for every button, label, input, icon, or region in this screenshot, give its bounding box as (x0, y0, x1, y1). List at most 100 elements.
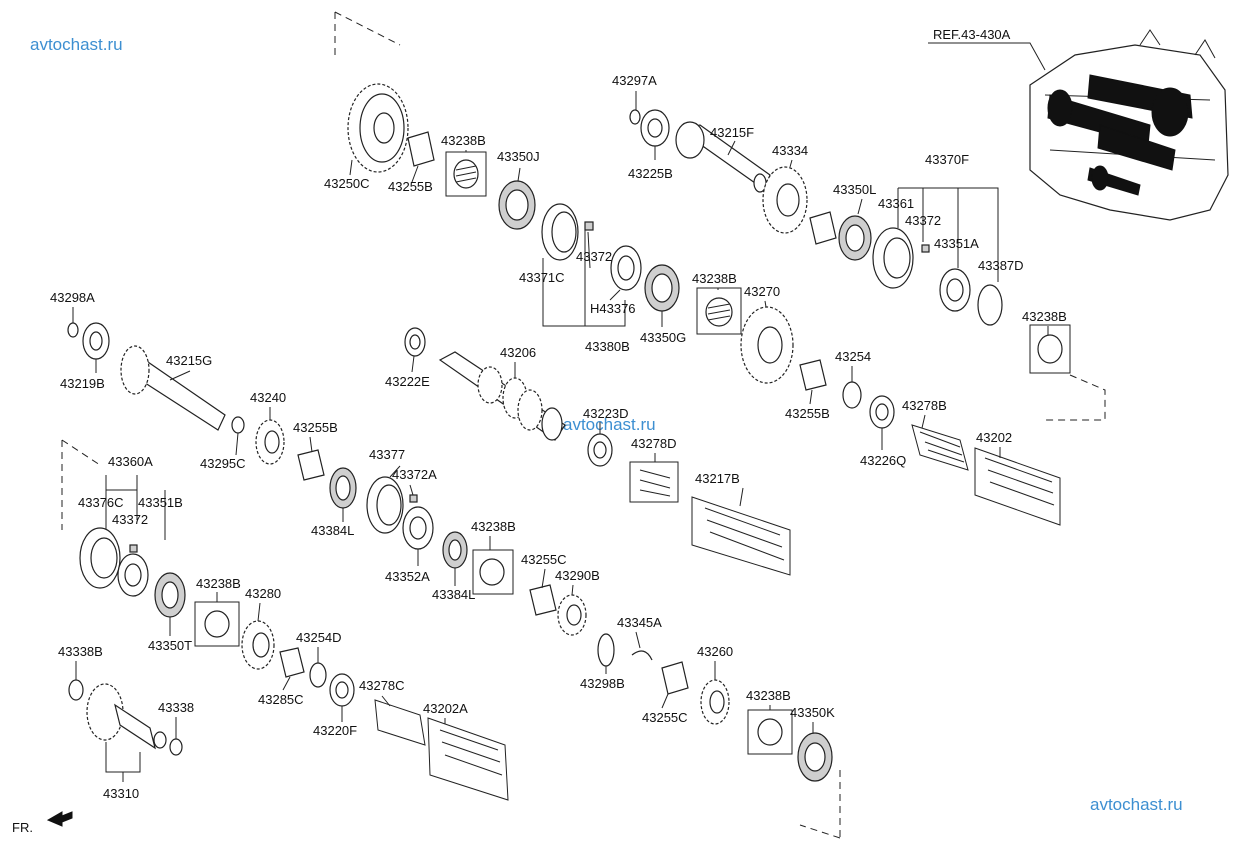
gear-43290b (557, 594, 587, 636)
spring-43238b-b (705, 297, 733, 327)
gear-43280 (241, 620, 275, 670)
needle-bearing-43285c (279, 647, 305, 678)
bearing-43295c (231, 416, 245, 434)
washer-43298a (67, 322, 79, 338)
label-43295c: 43295C (200, 456, 246, 471)
watermark-top-left: avtochast.ru (30, 35, 123, 54)
label-43219b: 43219B (60, 376, 105, 391)
label-43215g: 43215G (166, 353, 212, 368)
label-43254d: 43254D (296, 630, 342, 645)
needle-bearing-43255b-c (799, 359, 827, 391)
spring-box-43278c (374, 699, 426, 746)
spring-box-43217b (691, 496, 791, 576)
label-43350g: 43350G (640, 330, 686, 345)
label-43290b: 43290B (555, 568, 600, 583)
label-43217b: 43217B (695, 471, 740, 486)
label-43384l-b: 43384L (432, 587, 475, 602)
needle-bearing-43255c-a (529, 584, 557, 616)
label-43238b-b: 43238B (692, 271, 737, 286)
spring-box-43202 (974, 447, 1061, 526)
gear-43250c (347, 83, 409, 173)
label-43372-b: 43372 (905, 213, 941, 228)
label-43254: 43254 (835, 349, 871, 364)
needle-bearing-43255b-b (809, 211, 837, 245)
shaft-43215g (120, 345, 226, 431)
label-43371c: 43371C (519, 270, 565, 285)
label-43372a: 43372A (392, 467, 437, 482)
label-43350t: 43350T (148, 638, 192, 653)
washer-43254 (842, 381, 862, 409)
label-43298b: 43298B (580, 676, 625, 691)
label-43238b-d: 43238B (471, 519, 516, 534)
label-43370f: 43370F (925, 152, 969, 167)
gear-43270 (740, 306, 794, 384)
snap-ring-43387d (977, 284, 1003, 326)
label-h43376: H43376 (590, 301, 636, 316)
label-43206: 43206 (500, 345, 536, 360)
label-43338b: 43338B (58, 644, 103, 659)
label-43297a: 43297A (612, 73, 657, 88)
spring-43278d (639, 469, 671, 497)
spring-box-43278b (911, 424, 969, 471)
label-43372-c: 43372 (112, 512, 148, 527)
label-43350l: 43350L (833, 182, 876, 197)
label-43223d: 43223D (583, 406, 629, 421)
label-43255c-b: 43255C (642, 710, 688, 725)
label-43285c: 43285C (258, 692, 304, 707)
label-43255b-c: 43255B (785, 406, 830, 421)
label-43250c: 43250C (324, 176, 370, 191)
label-43352a: 43352A (385, 569, 430, 584)
shaft-43206 (438, 351, 566, 441)
label-43280: 43280 (245, 586, 281, 601)
watermark-center: avtochast.ru (563, 415, 656, 434)
label-43298a: 43298A (50, 290, 95, 305)
gear-43334 (762, 166, 808, 234)
label-43202a: 43202A (423, 701, 468, 716)
transmission-reference-illustration (1029, 29, 1229, 221)
label-43240: 43240 (250, 390, 286, 405)
label-43387d: 43387D (978, 258, 1024, 273)
label-43310: 43310 (103, 786, 139, 801)
label-43226q: 43226Q (860, 453, 906, 468)
label-43360a: 43360A (108, 454, 153, 469)
label-43238b-f: 43238B (746, 688, 791, 703)
label-43350j: 43350J (497, 149, 540, 164)
label-43225b: 43225B (628, 166, 673, 181)
label-43255c-a: 43255C (521, 552, 567, 567)
washer-43254d (309, 662, 327, 688)
label-43380b: 43380B (585, 339, 630, 354)
spring-43238b-a (453, 159, 479, 189)
label-43278d: 43278D (631, 436, 677, 451)
label-43260: 43260 (697, 644, 733, 659)
label-43255b-d: 43255B (293, 420, 338, 435)
label-43351b: 43351B (138, 495, 183, 510)
label-43220f: 43220F (313, 723, 357, 738)
snap-ring-43298b (597, 633, 615, 667)
needle-bearing-43255c-b (661, 661, 689, 695)
washer-43338 (169, 738, 183, 756)
label-43215f: 43215F (710, 125, 754, 140)
watermark-bottom-right: avtochast.ru (1090, 795, 1183, 814)
shaft-43215f (675, 121, 771, 193)
spring-box-43202a (427, 717, 509, 801)
label-43376c: 43376C (78, 495, 124, 510)
gear-43240 (255, 419, 285, 465)
label-43351a: 43351A (934, 236, 979, 251)
reference-label: REF.43-430A (933, 27, 1011, 42)
label-43238b-a: 43238B (441, 133, 486, 148)
key-43372-c (129, 544, 138, 553)
spring-43238b-d (479, 558, 505, 586)
key-43372-a (584, 221, 594, 231)
label-43345a: 43345A (617, 615, 662, 630)
needle-bearing-43255b-d (297, 449, 325, 481)
front-marker-label: FR. (12, 820, 33, 835)
label-43278b: 43278B (902, 398, 947, 413)
gear-43260 (700, 679, 730, 725)
washer-43297a (629, 109, 641, 125)
label-43255b-a: 43255B (388, 179, 433, 194)
label-43202: 43202 (976, 430, 1012, 445)
spring-43238b-f (757, 718, 783, 746)
label-43350k: 43350K (790, 705, 835, 720)
spring-43238b-c (1037, 334, 1063, 364)
